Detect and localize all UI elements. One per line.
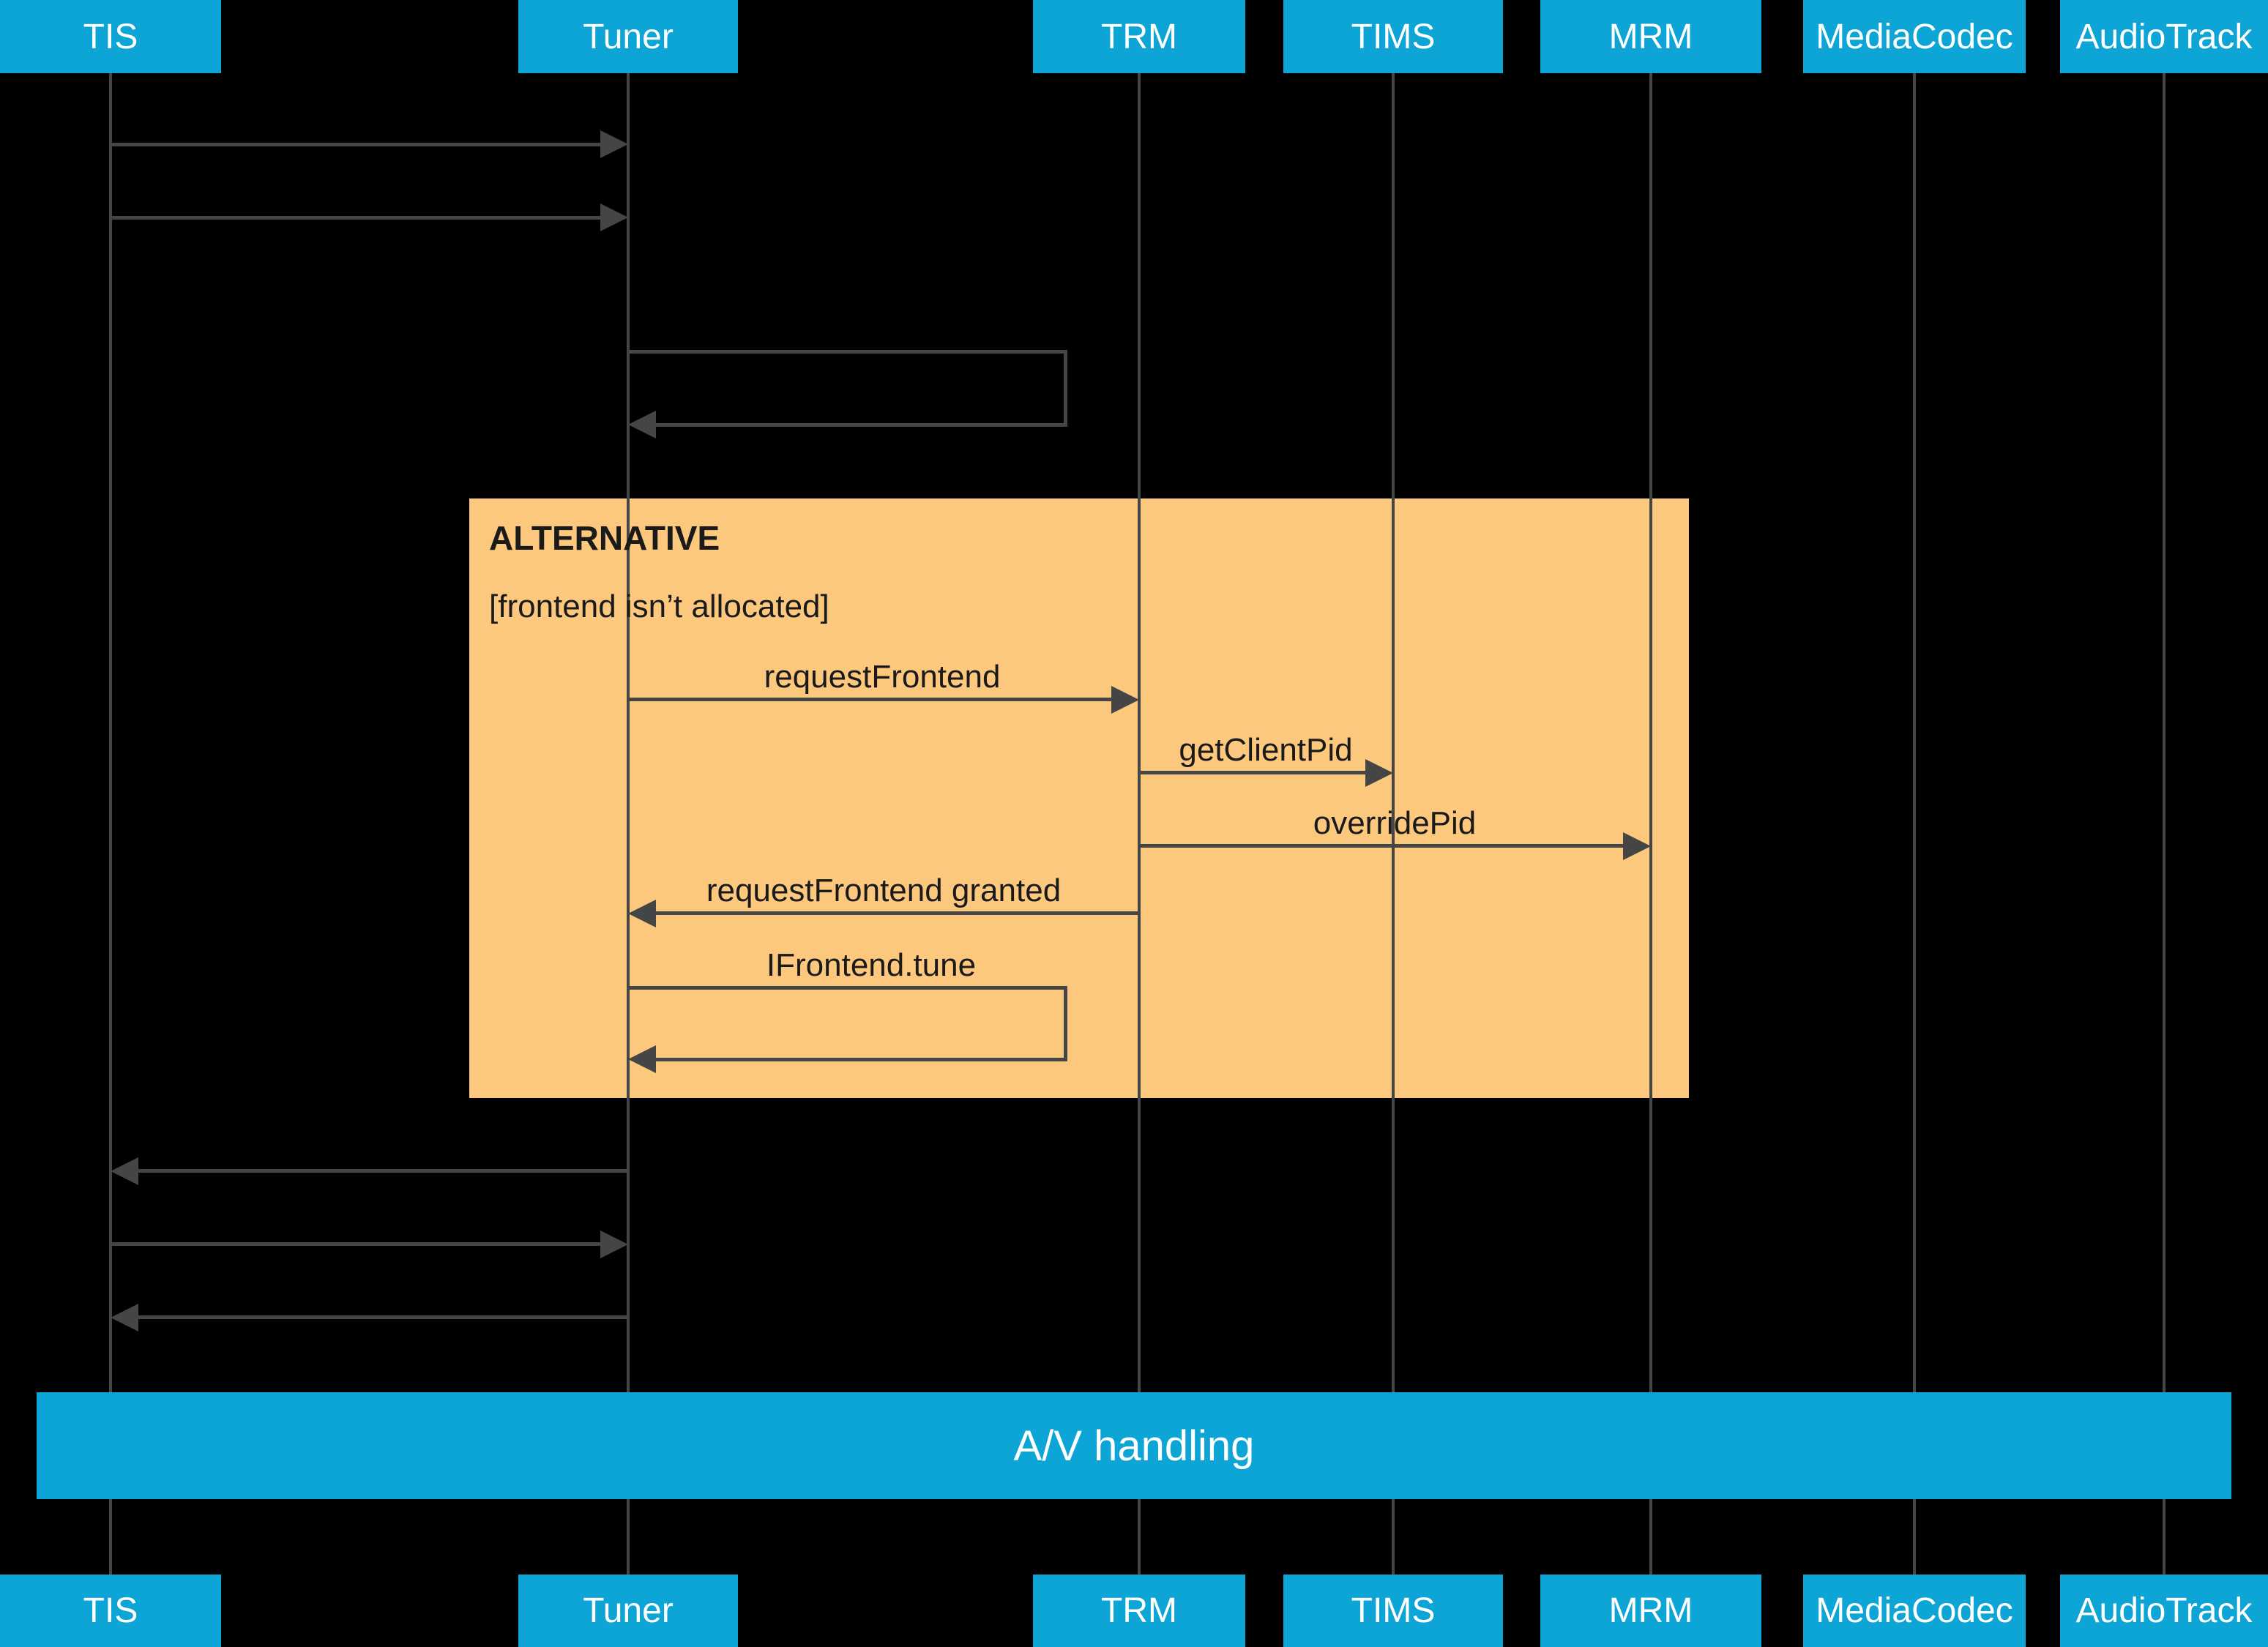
message-arrow-5	[1139, 844, 1623, 848]
participant-bottom-audiotrack: AudioTrack	[2060, 1575, 2268, 1647]
arrowhead-left-icon	[628, 1045, 656, 1073]
participant-top-audiotrack: AudioTrack	[2060, 0, 2268, 73]
arrowhead-right-icon	[1365, 759, 1393, 787]
message-arrow-2-top	[628, 350, 1067, 354]
arrowhead-left-icon	[111, 1157, 138, 1185]
lifeline-tis	[109, 73, 112, 1575]
participant-bottom-trm: TRM	[1033, 1575, 1245, 1647]
participant-bottom-tuner: Tuner	[518, 1575, 738, 1647]
arrowhead-left-icon	[628, 411, 656, 438]
message-label-requestFrontend: requestFrontend	[764, 659, 1001, 695]
participant-top-tis: TIS	[0, 0, 221, 73]
message-arrow-9	[111, 1242, 600, 1246]
message-label-overridePid: overridePid	[1313, 805, 1477, 841]
participant-bottom-mediacodec: MediaCodec	[1803, 1575, 2026, 1647]
alt-fragment-title: ALTERNATIVE	[489, 519, 720, 557]
lifeline-tims	[1392, 73, 1395, 1575]
message-arrow-7-bottom	[656, 1058, 1067, 1061]
arrowhead-right-icon	[1623, 832, 1651, 860]
message-arrow-2-bottom	[656, 423, 1067, 427]
participant-top-mediacodec: MediaCodec	[1803, 0, 2026, 73]
participant-top-tuner: Tuner	[518, 0, 738, 73]
arrowhead-right-icon	[600, 130, 628, 158]
message-arrow-7-side	[1064, 986, 1067, 1061]
message-arrow-8	[138, 1169, 628, 1173]
lifeline-audiotrack	[2163, 73, 2166, 1575]
message-arrow-6	[656, 911, 1139, 915]
alt-fragment-condition: [frontend isn’t allocated]	[489, 589, 829, 624]
message-arrow-7-top	[628, 986, 1067, 990]
message-label-ifrontend-tune: IFrontend.tune	[766, 947, 977, 983]
message-label-getClientPid: getClientPid	[1179, 732, 1353, 768]
lifeline-tuner	[627, 73, 630, 1575]
participant-top-trm: TRM	[1033, 0, 1245, 73]
message-arrow-3	[628, 698, 1111, 701]
lifeline-mediacodec	[1913, 73, 1916, 1575]
message-arrow-2-side	[1064, 350, 1067, 427]
av-handling-bar: A/V handling	[37, 1392, 2231, 1499]
participant-bottom-tis: TIS	[0, 1575, 221, 1647]
message-arrow-1	[111, 216, 600, 220]
participant-top-mrm: MRM	[1540, 0, 1761, 73]
arrowhead-left-icon	[111, 1304, 138, 1332]
lifeline-mrm	[1649, 73, 1652, 1575]
message-arrow-4	[1139, 771, 1365, 774]
participant-top-tims: TIMS	[1283, 0, 1503, 73]
participant-bottom-mrm: MRM	[1540, 1575, 1761, 1647]
alt-fragment-box	[469, 498, 1689, 1098]
arrowhead-right-icon	[600, 1230, 628, 1258]
message-arrow-10	[138, 1315, 628, 1319]
message-label-requestFrontend-granted: requestFrontend granted	[706, 873, 1062, 908]
arrowhead-right-icon	[600, 203, 628, 231]
participant-bottom-tims: TIMS	[1283, 1575, 1503, 1647]
arrowhead-left-icon	[628, 900, 656, 927]
av-handling-label: A/V handling	[1013, 1422, 1255, 1470]
message-arrow-0	[111, 143, 600, 146]
arrowhead-right-icon	[1111, 686, 1139, 714]
lifeline-trm	[1138, 73, 1141, 1575]
